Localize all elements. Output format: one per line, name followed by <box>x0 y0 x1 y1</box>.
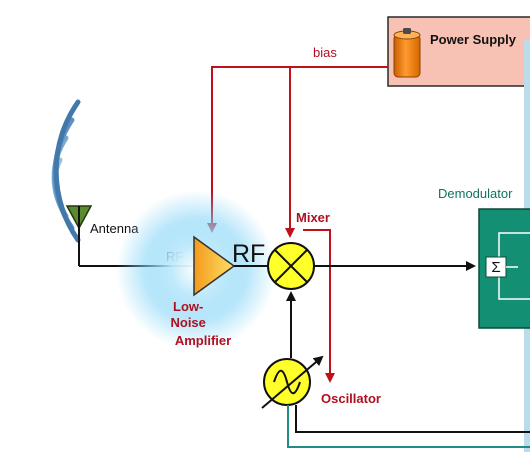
antenna-icon <box>65 205 93 266</box>
bias-line-to-oscillator <box>303 229 335 383</box>
summation-symbol: Σ <box>491 259 500 276</box>
battery-icon <box>393 28 421 78</box>
oscillator-output-line <box>295 405 530 433</box>
radio-waves-icon <box>51 99 81 243</box>
demodulator-block: Σ <box>478 208 530 329</box>
power-supply-block: Power Supply <box>387 16 530 87</box>
bias-label: bias <box>313 45 337 60</box>
lna-label-line-2: Noise <box>170 315 205 330</box>
amplifier-icon <box>193 235 236 297</box>
lna-label-line-3: Amplifier <box>175 333 231 348</box>
oscillator-label: Oscillator <box>321 391 381 406</box>
mixer-icon <box>267 242 315 290</box>
bias-lines <box>207 66 388 383</box>
bias-line-to-lna <box>207 66 388 233</box>
rf-output-label: RF <box>232 240 265 268</box>
oscillator-icon <box>261 355 324 409</box>
mixer-label: Mixer <box>296 210 330 225</box>
teal-feedback-line <box>287 405 530 448</box>
power-supply-label: Power Supply <box>430 32 517 47</box>
lna-label-line-1: Low- <box>173 299 203 314</box>
demodulator-label: Demodulator <box>438 186 513 201</box>
lna-label: Low- Noise Amplifier <box>170 299 231 348</box>
